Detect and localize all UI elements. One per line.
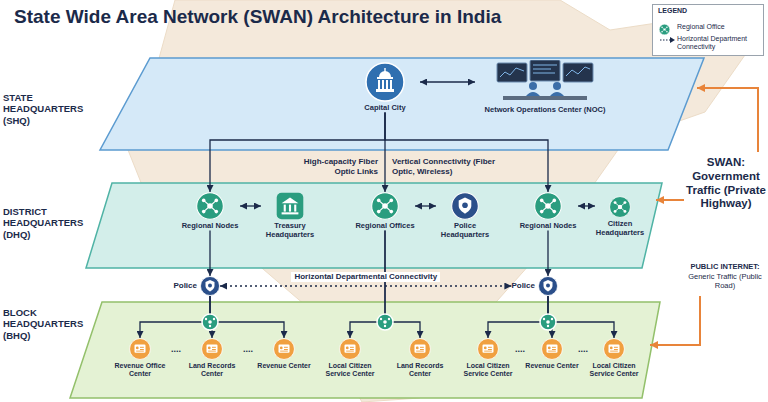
police-icon [200,276,220,296]
connector [209,231,210,276]
annotation: High-capacity Fiber Optic Links [282,157,378,176]
annotation: .... [238,344,258,355]
orange-icon [129,338,151,360]
green-icon [609,196,631,218]
service-center-node: Land Records Center [391,338,449,378]
node-label: Regional Offices [355,222,414,231]
capital-icon [365,62,405,102]
orange-icon [201,338,223,360]
connector [240,205,261,206]
annotation: .... [510,344,530,355]
node-label: Police [511,281,535,290]
node-label: Revenue Office Center [111,362,169,378]
annotation: SWAN: Government Traffic (Private Highwa… [686,156,766,211]
legend-label: Horizontal Department Connectivity [677,35,761,51]
annotation: .... [166,344,186,355]
connector [385,113,548,192]
node-label: Treasury Headquarters [261,222,319,239]
green-icon [534,192,562,220]
node-label: Police [173,281,197,290]
capital-node: Capital City [350,62,420,113]
node-label: Local Citizen Service Center [459,362,517,378]
orange-icon [273,338,295,360]
orange-icon [603,338,625,360]
noc-node: Network Operations Center (NOC) [475,60,615,115]
edge-label: Horizontal Departmental Connectivity [291,272,440,282]
node-label: Revenue Center [525,362,578,370]
orange-icon [541,338,563,360]
service-center-node: Local Citizen Service Center [585,338,643,378]
connector [548,296,614,338]
legend-title: LEGEND [658,7,718,15]
office-node: Regional Nodes [518,192,578,231]
node-label: Network Operations Center (NOC) [485,106,606,115]
service-center-node: Revenue Center [255,338,313,370]
internet-leader [650,296,700,345]
block-hub [202,314,556,330]
police-node: Police [173,276,220,296]
layer-band: STATE HEADQUARTERS (SHQ) Capital City Netw… [0,56,708,152]
green-icon [371,192,399,220]
connector [547,231,548,276]
layer-label: DISTRICT HEADQUARTERS (DHQ) [3,206,89,240]
connector [578,205,595,206]
node-label: Local Citizen Service Center [321,362,379,378]
swan-leader [656,199,684,201]
police-node: Police [511,276,558,296]
orange-icon [477,338,499,360]
annotation: .... [573,344,593,355]
node-label: Capital City [364,104,405,113]
service-center-node: Local Citizen Service Center [459,338,517,378]
connector [415,205,436,206]
orange-icon [409,338,431,360]
green-icon [659,24,670,35]
diagram-title: State Wide Area Network (SWAN) Architect… [14,6,501,29]
police-icon [538,276,558,296]
service-center-node: Local Citizen Service Center [321,338,379,378]
office-node: Treasury Headquarters [261,192,319,239]
connector [488,296,548,338]
connector [420,81,475,82]
connector [140,296,210,338]
office-node: Regional Nodes [180,192,240,231]
node-label: Land Records Center [391,362,449,378]
orange-icon [339,338,361,360]
layer-label: BLOCK HEADQUARTERS (BHQ) [3,307,83,341]
node-label: Regional Nodes [182,222,239,231]
office-node: Regional Offices [355,192,415,231]
legend-label: Regional Office [677,23,761,31]
connector [210,113,385,192]
service-center-node: Revenue Office Center [111,338,169,378]
node-label: Land Records Center [183,362,241,378]
green-icon [196,192,224,220]
node-label: Local Citizen Service Center [585,362,643,378]
dotted-connector [220,285,511,286]
noc-icon [495,60,595,104]
service-center-node: Revenue Center [523,338,581,370]
layer-band: BLOCK HEADQUARTERS (BHQ) Revenue Office C… [0,301,664,400]
legend-dotted-arrow [659,36,675,44]
office-node: Citizen Headquarters [595,196,645,237]
swan-leader [697,88,758,152]
node-label: Revenue Center [257,362,310,370]
layer-plane [0,301,664,400]
bank-icon [276,192,304,220]
office-node: Police Headquarters [436,192,494,239]
annotation: Vertical Connectivity (Fiber Optic, Wire… [392,157,510,176]
node-label: Citizen Headquarters [595,220,645,237]
node-label: Police Headquarters [436,222,494,239]
layer-label: STATE HEADQUARTERS (SHQ) [3,92,95,126]
police-icon [451,192,479,220]
annotation: Generic Traffic (Public Road) [684,272,766,290]
layer-plane [0,56,708,152]
layer-band: DISTRICT HEADQUARTERS (DHQ) Regional Node… [0,182,664,270]
annotation: PUBLIC INTERNET: [684,262,766,271]
node-label: Regional Nodes [520,222,577,231]
service-center-node: Land Records Center [183,338,241,378]
connector [210,296,284,338]
